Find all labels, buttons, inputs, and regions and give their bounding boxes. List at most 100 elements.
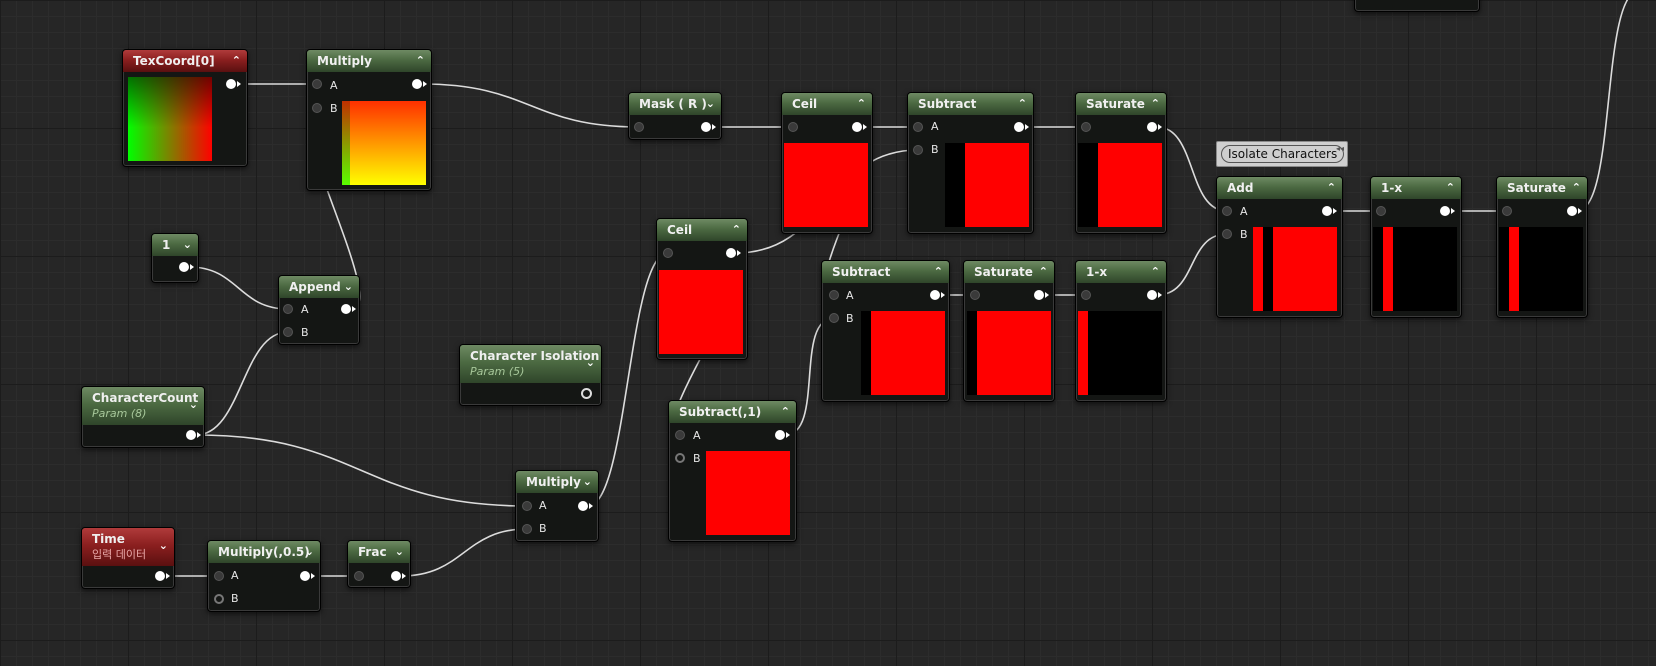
output-pin[interactable] xyxy=(1147,122,1157,132)
add-node-header[interactable]: Add ⌃ xyxy=(1217,177,1342,199)
input-pin[interactable] xyxy=(214,594,224,604)
chevron-down-icon[interactable]: ⌄ xyxy=(705,97,715,110)
chevron-down-icon[interactable]: ⌄ xyxy=(582,475,592,488)
character-isolation-node[interactable]: Character Isolation Param (5) ⌄ xyxy=(459,344,602,406)
chevron-up-icon[interactable]: ⌃ xyxy=(1150,97,1160,110)
input-pin[interactable] xyxy=(1222,206,1232,216)
chevron-down-icon[interactable]: ⌄ xyxy=(188,398,198,411)
constant-one-node[interactable]: 1 ⌄ xyxy=(151,233,199,283)
output-pin[interactable] xyxy=(155,571,165,581)
chevron-down-icon[interactable]: ⌄ xyxy=(394,545,404,558)
input-pin[interactable] xyxy=(829,313,839,323)
character-count-node[interactable]: CharacterCount Param (8) ⌄ xyxy=(81,386,205,448)
time-node[interactable]: Time 입력 데이터 ⌄ xyxy=(81,527,175,589)
input-pin[interactable] xyxy=(283,304,293,314)
input-pin[interactable] xyxy=(312,103,322,113)
input-pin[interactable] xyxy=(1222,229,1232,239)
saturate-mid-node-header[interactable]: Saturate ⌃ xyxy=(964,261,1054,283)
chevron-up-icon[interactable]: ⌃ xyxy=(1571,181,1581,194)
output-pin[interactable] xyxy=(1567,206,1577,216)
chevron-down-icon[interactable]: ⌄ xyxy=(304,545,314,558)
output-pin[interactable] xyxy=(179,262,189,272)
input-pin[interactable] xyxy=(970,290,980,300)
output-pin[interactable] xyxy=(726,248,736,258)
output-pin[interactable] xyxy=(578,501,588,511)
subtract-one-node-header[interactable]: Subtract(,1) ⌃ xyxy=(669,401,796,423)
ceil-top-node-header[interactable]: Ceil ⌃ xyxy=(782,93,872,115)
output-pin[interactable] xyxy=(1014,122,1024,132)
chevron-up-icon[interactable]: ⌃ xyxy=(1326,181,1336,194)
input-pin[interactable] xyxy=(634,122,644,132)
multiply-half-node-header[interactable]: Multiply(,0.5) ⌄ xyxy=(208,541,320,563)
pin-icon[interactable]: ◂◂ xyxy=(1335,144,1344,153)
append-node-header[interactable]: Append ⌄ xyxy=(279,276,359,298)
chevron-up-icon[interactable]: ⌃ xyxy=(1038,265,1048,278)
chevron-down-icon[interactable]: ⌄ xyxy=(158,539,168,552)
output-pin[interactable] xyxy=(1034,290,1044,300)
output-pin[interactable] xyxy=(1322,206,1332,216)
chevron-down-icon[interactable]: ⌄ xyxy=(343,280,353,293)
ceil-mid-node-header[interactable]: Ceil ⌃ xyxy=(657,219,747,241)
input-pin[interactable] xyxy=(312,79,322,89)
isolate-characters-comment[interactable]: Isolate Characters ◂◂ xyxy=(1216,141,1348,167)
output-pin[interactable] xyxy=(226,79,236,89)
input-pin[interactable] xyxy=(913,122,923,132)
input-pin[interactable] xyxy=(829,290,839,300)
multiply-count-node-header[interactable]: Multiply ⌄ xyxy=(516,471,598,493)
texcoord-node-header[interactable]: TexCoord[0] ⌃ xyxy=(123,50,247,72)
chevron-up-icon[interactable]: ⌃ xyxy=(933,265,943,278)
chevron-up-icon[interactable]: ⌃ xyxy=(731,223,741,236)
saturate-right-node-header[interactable]: Saturate ⌃ xyxy=(1497,177,1587,199)
input-pin[interactable] xyxy=(522,524,532,534)
output-pin[interactable] xyxy=(300,571,310,581)
input-pin[interactable] xyxy=(214,571,224,581)
one-minus-right-node-header[interactable]: 1-x ⌃ xyxy=(1371,177,1461,199)
input-pin[interactable] xyxy=(788,122,798,132)
output-pin[interactable] xyxy=(186,430,196,440)
constant-one-node-header[interactable]: 1 ⌄ xyxy=(152,234,198,256)
input-pin[interactable] xyxy=(913,145,923,155)
chevron-down-icon[interactable]: ⌄ xyxy=(585,356,595,369)
character-count-node-header[interactable]: CharacterCount Param (8) ⌄ xyxy=(82,387,204,425)
mask-r-node[interactable]: Mask ( R ) ⌄ xyxy=(628,92,722,140)
output-pin[interactable] xyxy=(412,79,422,89)
input-pin[interactable] xyxy=(354,571,364,581)
offscreen-node[interactable] xyxy=(1354,0,1480,12)
subtract-mid-node-header[interactable]: Subtract ⌃ xyxy=(822,261,949,283)
input-pin[interactable] xyxy=(663,248,673,258)
chevron-up-icon[interactable]: ⌃ xyxy=(1017,97,1027,110)
multiply-half-node[interactable]: Multiply(,0.5) ⌄ xyxy=(207,540,321,612)
output-pin[interactable] xyxy=(581,388,592,399)
chevron-up-icon[interactable]: ⌃ xyxy=(856,97,866,110)
subtract-top-node-header[interactable]: Subtract ⌃ xyxy=(908,93,1033,115)
chevron-up-icon[interactable]: ⌃ xyxy=(780,405,790,418)
output-pin[interactable] xyxy=(391,571,401,581)
output-pin[interactable] xyxy=(1440,206,1450,216)
chevron-up-icon[interactable]: ⌃ xyxy=(231,54,241,67)
input-pin[interactable] xyxy=(675,453,685,463)
input-pin[interactable] xyxy=(522,501,532,511)
chevron-up-icon[interactable]: ⌃ xyxy=(1445,181,1455,194)
character-isolation-node-header[interactable]: Character Isolation Param (5) ⌄ xyxy=(460,345,601,383)
output-pin[interactable] xyxy=(1147,290,1157,300)
output-pin[interactable] xyxy=(701,122,711,132)
input-pin[interactable] xyxy=(675,430,685,440)
frac-node[interactable]: Frac ⌄ xyxy=(347,540,411,588)
multiply-uv-node-header[interactable]: Multiply ⌃ xyxy=(307,50,431,72)
output-pin[interactable] xyxy=(852,122,862,132)
chevron-down-icon[interactable]: ⌄ xyxy=(182,238,192,251)
chevron-up-icon[interactable]: ⌃ xyxy=(1150,265,1160,278)
output-pin[interactable] xyxy=(341,304,351,314)
mask-r-node-header[interactable]: Mask ( R ) ⌄ xyxy=(629,93,721,115)
input-pin[interactable] xyxy=(1081,290,1091,300)
input-pin[interactable] xyxy=(1081,122,1091,132)
frac-node-header[interactable]: Frac ⌄ xyxy=(348,541,410,563)
time-node-header[interactable]: Time 입력 데이터 ⌄ xyxy=(82,528,174,566)
one-minus-mid-node-header[interactable]: 1-x ⌃ xyxy=(1076,261,1166,283)
chevron-up-icon[interactable]: ⌃ xyxy=(415,54,425,67)
output-pin[interactable] xyxy=(775,430,785,440)
saturate-top-node-header[interactable]: Saturate ⌃ xyxy=(1076,93,1166,115)
input-pin[interactable] xyxy=(283,327,293,337)
input-pin[interactable] xyxy=(1376,206,1386,216)
input-pin[interactable] xyxy=(1502,206,1512,216)
